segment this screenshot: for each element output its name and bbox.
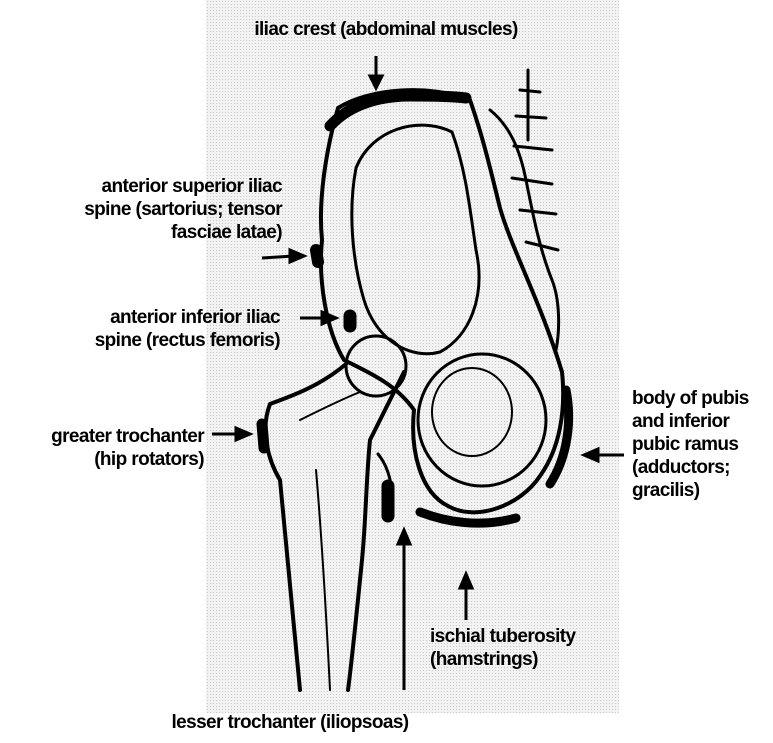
label-aiis-line-2: spine (rectus femoris) xyxy=(40,329,280,352)
label-pubis-line-5: gracilis) xyxy=(632,479,772,502)
ilium-outline xyxy=(321,90,563,512)
label-aiis-line-1: anterior inferior iliac xyxy=(40,306,280,329)
label-pubis-line-4: (adductors; xyxy=(632,456,772,479)
arrow-greater-trochanter xyxy=(212,428,250,440)
label-greater-trochanter: greater trochanter (hip rotators) xyxy=(4,425,204,471)
label-greater-trochanter-line-2: (hip rotators) xyxy=(4,448,204,471)
label-iliac-crest-text: iliac crest (abdominal muscles) xyxy=(206,18,566,41)
asis-attachment xyxy=(316,250,318,262)
arrow-asis xyxy=(262,250,304,262)
label-iliac-crest: iliac crest (abdominal muscles) xyxy=(206,18,566,41)
label-asis-line-2: spine (sartorius; tensor xyxy=(20,198,282,221)
arrow-iliac-crest xyxy=(370,56,382,88)
label-asis: anterior superior iliac spine (sartorius… xyxy=(20,175,282,244)
label-lesser-trochanter-text: lesser trochanter (iliopsoas) xyxy=(140,711,440,734)
greater-trochanter-attachment xyxy=(262,424,264,448)
label-ischial-tuberosity-line-1: ischial tuberosity xyxy=(430,625,630,648)
femur-inner-line xyxy=(300,392,360,690)
obturator-foramen xyxy=(418,354,546,486)
label-greater-trochanter-line-1: greater trochanter xyxy=(4,425,204,448)
arrow-lesser-trochanter xyxy=(398,530,410,690)
label-ischial-tuberosity-line-2: (hamstrings) xyxy=(430,648,630,671)
label-pubis-line-2: and inferior xyxy=(632,410,772,433)
label-pubis: body of pubis and inferior pubic ramus (… xyxy=(632,387,772,502)
obturator-foramen-inner xyxy=(432,368,512,456)
label-ischial-tuberosity: ischial tuberosity (hamstrings) xyxy=(430,625,630,671)
label-lesser-trochanter: lesser trochanter (iliopsoas) xyxy=(140,711,440,734)
label-asis-line-3: fasciae latae) xyxy=(20,221,282,244)
label-pubis-line-1: body of pubis xyxy=(632,387,772,410)
femur-outline xyxy=(265,364,404,690)
iliac-fossa-outline xyxy=(352,125,479,354)
label-asis-line-1: anterior superior iliac xyxy=(20,175,282,198)
label-pubis-line-3: pubic ramus xyxy=(632,433,772,456)
arrow-ischial-tuberosity xyxy=(460,574,472,620)
arrow-pubis xyxy=(584,449,624,461)
label-aiis: anterior inferior iliac spine (rectus fe… xyxy=(40,306,280,352)
